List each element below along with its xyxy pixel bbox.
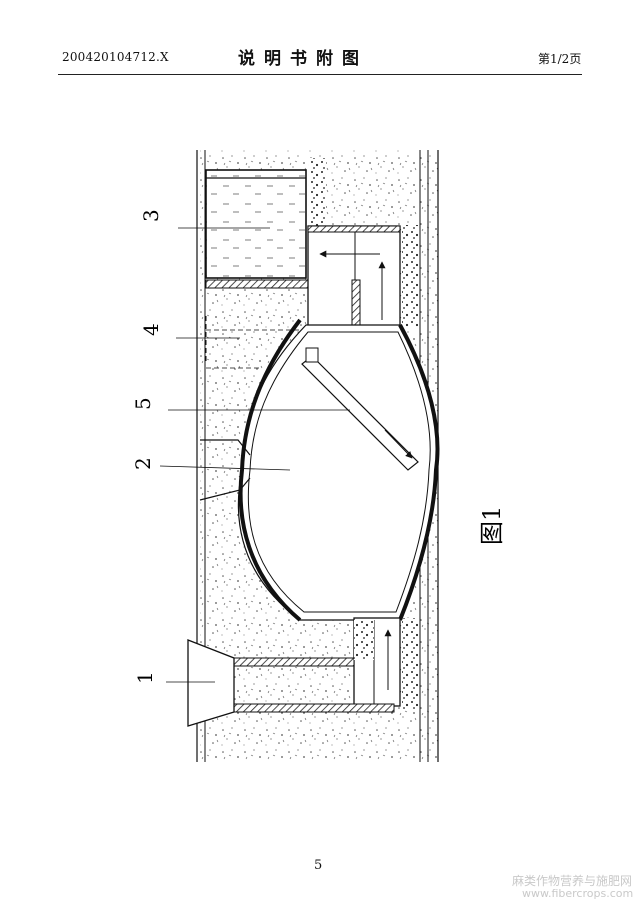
shell-left bbox=[238, 318, 302, 622]
leader-2 bbox=[159, 465, 291, 471]
gravel-block-top bbox=[308, 158, 326, 234]
header-rule bbox=[58, 74, 582, 75]
tank-3 bbox=[205, 169, 307, 279]
page-title: 说明书附图 bbox=[238, 49, 368, 69]
inlet-bottom-edge bbox=[199, 477, 251, 501]
digester-dome-inner bbox=[247, 331, 431, 613]
label-5: 5 bbox=[131, 397, 155, 410]
page-number: 5 bbox=[314, 858, 323, 873]
slab-lower-top bbox=[233, 657, 355, 667]
gravel-band-bottom bbox=[402, 618, 418, 710]
watermark-url: www.fibercrops.com bbox=[522, 887, 634, 900]
label-4: 4 bbox=[139, 323, 163, 336]
page-info: 第1/2页 bbox=[538, 52, 582, 66]
label-3: 3 bbox=[139, 209, 163, 222]
figure-caption: 图1 bbox=[478, 506, 506, 545]
label-2: 2 bbox=[131, 457, 155, 470]
slab-lower-bottom bbox=[233, 703, 395, 713]
pipe-5-head bbox=[305, 347, 319, 363]
document-number: 200420104712.X bbox=[62, 50, 169, 64]
watermark-cn: 麻类作物营养与施肥网 bbox=[512, 874, 633, 888]
outlet-chamber-cap bbox=[307, 225, 401, 233]
shell-right bbox=[398, 324, 440, 621]
gravel-lower bbox=[354, 620, 374, 660]
pipe-5-arrow bbox=[384, 429, 413, 459]
label-1: 1 bbox=[133, 671, 157, 684]
feed-funnel-1 bbox=[187, 639, 235, 727]
agitator-pipe-5 bbox=[301, 355, 419, 471]
gravel-band-top bbox=[402, 225, 418, 327]
inlet-top-edge bbox=[200, 439, 251, 456]
slab-side bbox=[351, 279, 361, 326]
